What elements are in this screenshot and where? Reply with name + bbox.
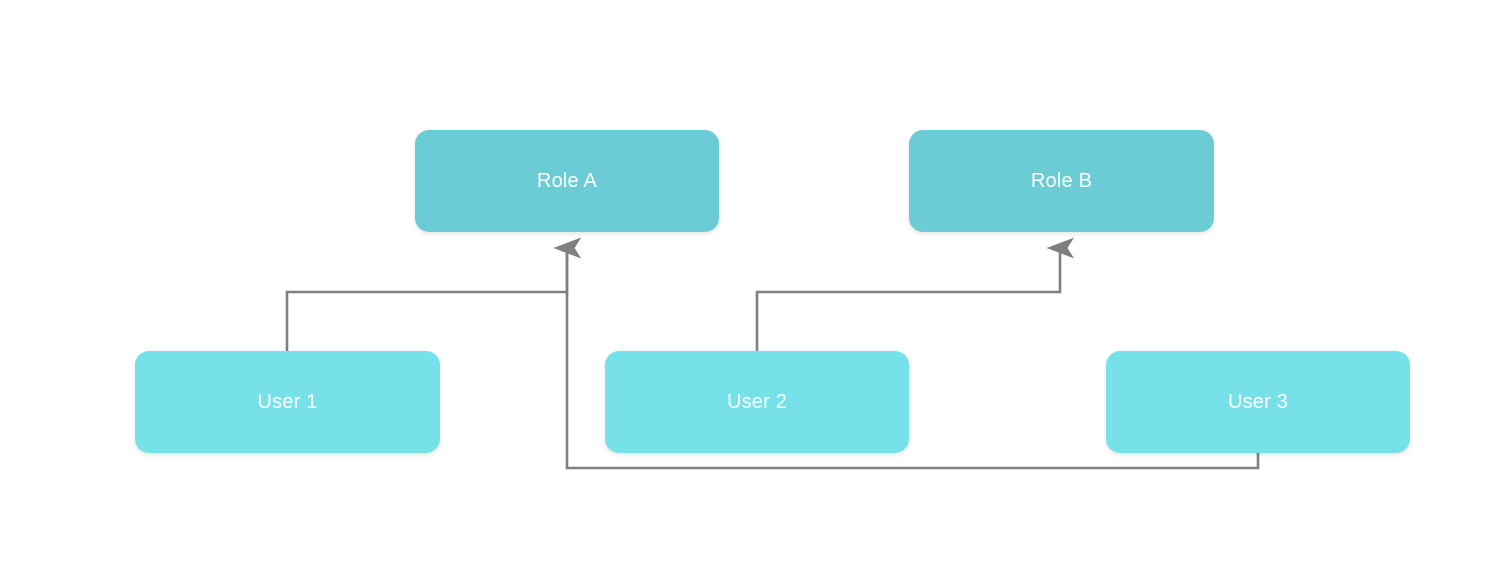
node-role-b[interactable]: Role B [909, 130, 1214, 232]
node-label-user-3: User 3 [1227, 391, 1289, 413]
node-label-role-a: Role A [536, 170, 598, 192]
node-user-3[interactable]: User 3 [1106, 351, 1410, 453]
node-label-user-2: User 2 [726, 391, 788, 413]
node-role-a[interactable]: Role A [415, 130, 719, 232]
edge-user-2-to-role-b [755, 237, 1075, 351]
node-user-2[interactable]: User 2 [605, 351, 909, 453]
edge-user-1-to-role-a [285, 237, 582, 351]
node-label-user-1: User 1 [257, 391, 318, 413]
node-user-1[interactable]: User 1 [135, 351, 440, 453]
node-label-role-b: Role B [1030, 170, 1093, 192]
